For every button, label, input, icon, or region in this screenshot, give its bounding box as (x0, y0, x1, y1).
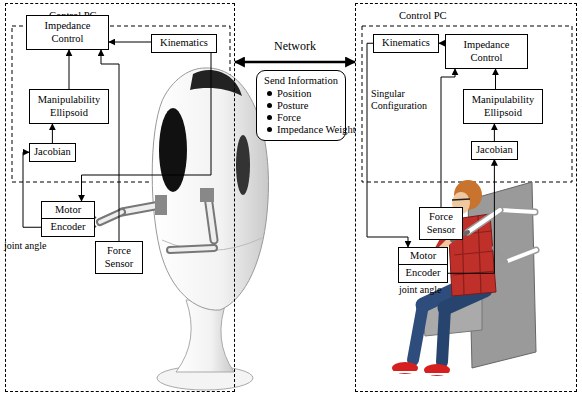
process-box: Jacobian (471, 141, 518, 160)
process-box: Impedance Control (445, 34, 528, 69)
signal-arrow (109, 42, 151, 43)
signal-arrow (23, 152, 41, 227)
info-item: Posture (263, 100, 339, 112)
box-label: Motor (46, 204, 90, 217)
sensor-box: Force Sensor (419, 207, 463, 240)
signal-arrow (69, 50, 70, 89)
region-title: Control PC (399, 10, 447, 21)
signal-label: joint angle (399, 284, 442, 296)
control-pc-region: Control PC Kinematics Impedance ControlMan… (355, 3, 577, 392)
box-label: Manipulability Ellipsoid (36, 94, 102, 119)
edge-label: Network (272, 39, 318, 54)
signal-arrow (101, 50, 119, 241)
box-label: Force Sensor (422, 211, 460, 236)
process-box: Impedance Control (26, 15, 109, 50)
hardware-box: Encoder (41, 218, 95, 237)
network-arrow (235, 61, 355, 64)
info-item: Position (263, 88, 339, 100)
box-label: Impedance Control (39, 20, 96, 45)
signal-arrow (52, 124, 53, 143)
signal-label: joint angle (4, 240, 47, 252)
box-label: Jacobian (34, 146, 71, 159)
box-label: Encoder (46, 221, 90, 234)
process-box: Jacobian (29, 143, 76, 162)
process-box: Manipulability Ellipsoid (29, 89, 109, 124)
control-pc-region: Control PCImpedance ControlKinematicsMan… (5, 3, 235, 392)
info-item: Force (263, 112, 339, 124)
sensor-box: Force Sensor (95, 241, 143, 274)
inner-region (362, 26, 572, 182)
signal-arrow (82, 53, 212, 202)
robot-figure (90, 68, 268, 390)
box-label: Impedance Control (458, 39, 515, 64)
box-label: Force Sensor (99, 245, 139, 270)
signal-arrow (495, 69, 496, 89)
box-label: Jacobian (476, 144, 513, 157)
signal-arrow (367, 43, 408, 247)
signal-arrow (441, 69, 455, 207)
box-label: Motor (403, 250, 443, 263)
process-box: Manipulability Ellipsoid (463, 89, 543, 124)
box-label: Kinematics (378, 37, 434, 50)
note-label: Singular Configuration (371, 88, 433, 112)
info-item: Impedance Weight (263, 124, 339, 136)
signal-arrow (494, 124, 495, 141)
box-label: Kinematics (156, 37, 212, 50)
info-heading: Send Information (263, 75, 339, 87)
process-box: Kinematics (373, 34, 439, 53)
operator-figure (392, 180, 536, 376)
hardware-box: Motor (398, 247, 448, 266)
hardware-box: Encoder (398, 264, 448, 283)
box-label: Manipulability Ellipsoid (470, 94, 536, 119)
process-box: Kinematics (151, 34, 217, 53)
hardware-box: Motor (41, 201, 95, 220)
info-box: Send InformationPositionPostureForceImpe… (256, 70, 346, 141)
box-label: Encoder (403, 267, 443, 280)
